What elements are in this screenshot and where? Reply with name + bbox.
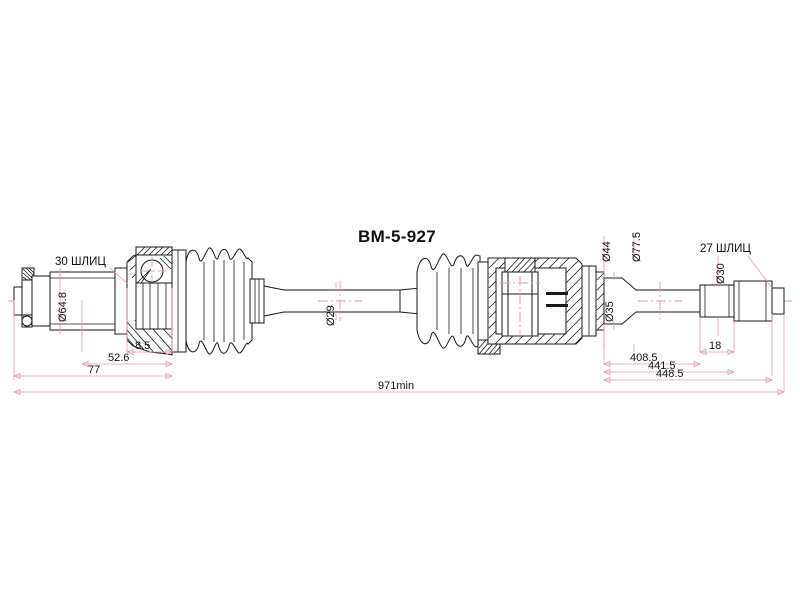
dia-64-8-label: Ø64.8 [57, 292, 69, 322]
spline-right-label: 27 ШЛИЦ [700, 243, 751, 255]
dim-8-5-label: 8.5 [135, 340, 150, 352]
left-cv-joint [126, 246, 187, 356]
dia-77-5-label: Ø77.5 [631, 232, 643, 262]
diameter-callouts: Ø64.8 Ø29 Ø44 Ø77.5 Ø35 Ø30 [57, 232, 727, 352]
dia-30-label: Ø30 [715, 263, 727, 284]
spline-left-label: 30 ШЛИЦ [55, 256, 106, 268]
dim-408-5-label: 408.5 [630, 352, 658, 364]
right-dimension-chain: 18 408.5 441.5 448.5 [602, 314, 774, 384]
dim-77-label: 77 [88, 364, 100, 376]
overall-dimension: 971min [12, 314, 786, 396]
dim-52-6-label: 52.6 [108, 352, 129, 364]
main-shaft [263, 281, 421, 321]
left-shaft-tip [13, 267, 35, 328]
dim-18-label: 18 [709, 340, 721, 352]
note-leaders [109, 255, 773, 289]
right-inner-joint-housing [487, 257, 605, 345]
left-splined-stub [31, 267, 128, 335]
dia-44-label: Ø44 [601, 241, 613, 262]
left-dimension-chain: 8.5 52.6 77 [12, 288, 174, 380]
dia-35-label: Ø35 [604, 301, 616, 322]
dim-441-5-label: 441.5 [648, 360, 676, 372]
dia-29-label: Ø29 [325, 305, 337, 326]
part-number-title: BM-5-927 [358, 227, 436, 246]
left-boot [185, 247, 265, 355]
dim-overall-label: 971min [378, 380, 414, 392]
dim-448-5-label: 448.5 [656, 368, 684, 380]
right-stub-shaft [603, 277, 785, 325]
